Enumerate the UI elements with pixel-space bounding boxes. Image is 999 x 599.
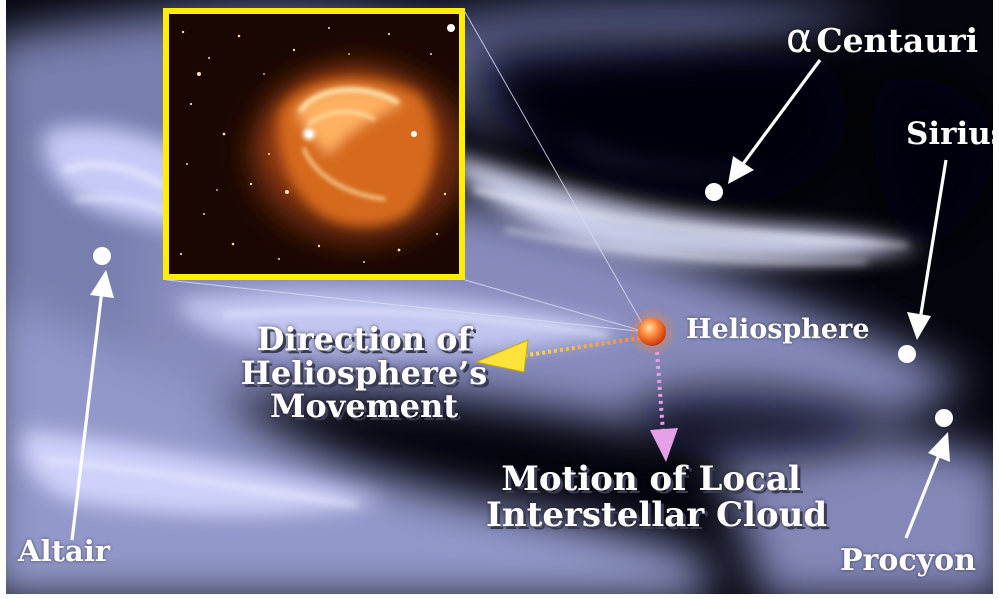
altair-label: Altair xyxy=(18,534,110,568)
star-dots xyxy=(93,183,953,427)
sirius-star xyxy=(898,345,916,363)
alpha-symbol: α xyxy=(786,16,813,62)
heliosphere-inset-photo xyxy=(163,8,465,280)
cloud-line-2: Interstellar Cloud xyxy=(486,494,828,535)
direction-of-movement-label: Direction of Heliosphere’s Movement xyxy=(234,320,494,426)
procyon-star xyxy=(935,409,953,427)
heliosphere-label: Heliosphere xyxy=(686,314,870,345)
cloud-line-1: Motion of Local xyxy=(501,459,801,499)
direction-line-3: Movement xyxy=(270,387,458,426)
alpha-centauri-star xyxy=(705,183,723,201)
direction-line-1: Direction of xyxy=(256,320,472,358)
cloud-motion-label: Motion of Local Interstellar Cloud xyxy=(486,459,828,535)
sirius-label: Sirius xyxy=(906,116,993,152)
bow-shock-image xyxy=(169,14,459,274)
star-pointer-arrows xyxy=(70,59,950,541)
direction-arrow xyxy=(474,336,641,373)
inset-projection-lines xyxy=(166,11,647,333)
alpha-centauri-name: Centauri xyxy=(816,21,979,60)
altair-star xyxy=(93,247,111,265)
heliosphere-sphere-icon xyxy=(632,312,672,352)
direction-line-2: Heliosphere’s xyxy=(240,353,488,392)
cloud-motion-arrow xyxy=(650,351,678,462)
procyon-label: Procyon xyxy=(840,543,976,578)
